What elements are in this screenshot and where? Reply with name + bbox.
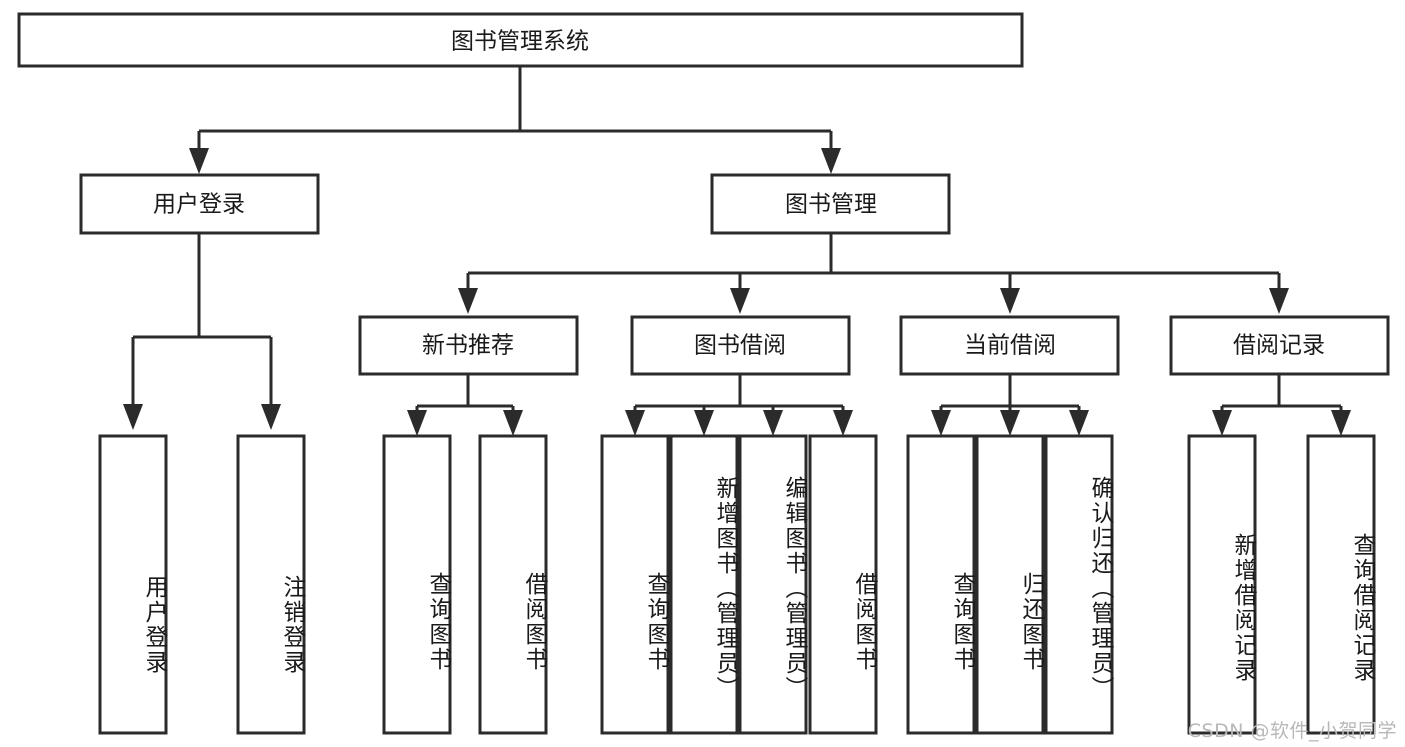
node-new-book-recommend-label: 新书推荐 xyxy=(422,333,514,359)
node-user-login-box[interactable] xyxy=(79,173,320,235)
leaf-box-user-login[interactable] xyxy=(98,434,168,735)
node-book-borrow[interactable]: 图书借阅 xyxy=(630,315,851,376)
arrowhead-leaf-add-book xyxy=(694,410,714,436)
leaf-box-add-book[interactable] xyxy=(669,434,739,735)
connector-new-book-recommend-to-leaves xyxy=(415,374,515,414)
leaf-box-query-book-a[interactable] xyxy=(382,434,452,735)
leaf-box-query-record[interactable] xyxy=(1306,434,1376,735)
leaf-box-edit-book[interactable] xyxy=(738,434,808,735)
arrowhead-leaf-query-book-b xyxy=(625,410,645,436)
arrowhead-to-current-borrow xyxy=(1000,288,1020,314)
node-current-borrow[interactable]: 当前借阅 xyxy=(899,315,1120,376)
arrowhead-to-new-book-recommend xyxy=(458,288,478,314)
node-new-book-recommend-box[interactable] xyxy=(358,315,579,376)
node-current-borrow-box[interactable] xyxy=(899,315,1120,376)
arrowhead-leaf-borrow-book-a xyxy=(503,410,523,436)
arrowhead-leaf-confirm-return xyxy=(1069,410,1089,436)
leaf-box-return-book[interactable] xyxy=(975,434,1045,735)
node-borrow-record[interactable]: 借阅记录 xyxy=(1169,315,1390,376)
leaf-box-add-record[interactable] xyxy=(1187,434,1257,735)
arrowhead-leaf-query-book-c xyxy=(931,410,951,436)
connector-current-borrow-to-leaves xyxy=(939,374,1081,414)
connector-borrow-record-to-leaves xyxy=(1220,374,1343,414)
node-user-login[interactable]: 用户登录 xyxy=(79,173,320,235)
leaf-box-confirm-return[interactable] xyxy=(1044,434,1114,735)
connector-layer xyxy=(123,66,1351,436)
leaf-box-query-book-b[interactable] xyxy=(600,434,670,735)
arrowhead-leaf-user-login xyxy=(123,404,143,430)
node-book-borrow-label: 图书借阅 xyxy=(694,333,786,359)
node-borrow-record-label: 借阅记录 xyxy=(1233,333,1325,359)
arrowhead-leaf-return-book xyxy=(1000,410,1020,436)
csdn-watermark: CSDN @软件_小贺同学 xyxy=(1187,720,1397,742)
connector-book-management-to-level3 xyxy=(466,233,1281,292)
arrowhead-leaf-query-book-a xyxy=(407,410,427,436)
leaf-box-query-book-c[interactable] xyxy=(906,434,976,735)
arrowhead-leaf-add-record xyxy=(1212,410,1232,436)
connector-user-login-to-leaves xyxy=(131,233,273,408)
node-root-label: 图书管理系统 xyxy=(451,29,589,55)
node-borrow-record-box[interactable] xyxy=(1169,315,1390,376)
arrowhead-to-book-borrow xyxy=(730,288,750,314)
arrowhead-to-user-login xyxy=(189,148,209,174)
arrowhead-leaf-borrow-book-b xyxy=(833,410,853,436)
arrowhead-leaf-query-record xyxy=(1331,410,1351,436)
node-book-management[interactable]: 图书管理 xyxy=(710,173,951,235)
leaf-box-borrow-book-b[interactable] xyxy=(808,434,878,735)
node-new-book-recommend[interactable]: 新书推荐 xyxy=(358,315,579,376)
arrowhead-leaf-edit-book xyxy=(763,410,783,436)
arrowhead-to-borrow-record xyxy=(1269,288,1289,314)
leaf-box-logout[interactable] xyxy=(236,434,306,735)
node-user-login-label: 用户登录 xyxy=(153,192,245,218)
connector-root-to-level2 xyxy=(197,66,833,152)
arrowhead-leaf-logout xyxy=(261,404,281,430)
node-book-management-label: 图书管理 xyxy=(785,192,877,218)
arrowhead-to-book-management xyxy=(821,148,841,174)
leaf-box-borrow-book-a[interactable] xyxy=(478,434,548,735)
leaf-box-layer xyxy=(98,434,1376,735)
node-current-borrow-label: 当前借阅 xyxy=(964,333,1056,359)
node-root-box[interactable] xyxy=(17,12,1024,68)
node-root[interactable]: 图书管理系统 xyxy=(17,12,1024,68)
node-book-borrow-box[interactable] xyxy=(630,315,851,376)
connector-book-borrow-to-leaves xyxy=(633,374,845,414)
node-book-management-box[interactable] xyxy=(710,173,951,235)
